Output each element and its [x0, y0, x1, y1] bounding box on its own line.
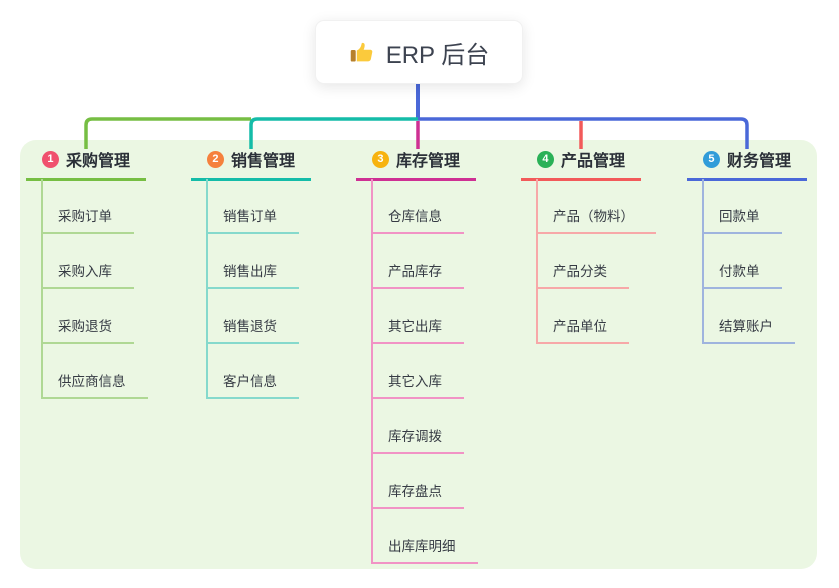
- branch-trunk-line: [536, 179, 538, 343]
- branch-label-product[interactable]: 4 产品管理: [521, 147, 641, 181]
- child-node[interactable]: 付款单: [702, 261, 782, 289]
- branch-label-text: 销售管理: [230, 153, 295, 170]
- branch-label-purchase[interactable]: 1 采购管理: [26, 147, 146, 181]
- child-node[interactable]: 采购入库: [41, 261, 134, 289]
- child-node[interactable]: 销售退货: [206, 316, 299, 344]
- branch-trunk-line: [702, 179, 704, 343]
- branch-label-inventory[interactable]: 3 库存管理: [356, 147, 476, 181]
- child-node[interactable]: 产品（物料）: [536, 206, 656, 234]
- branch-number-badge: 3: [371, 150, 389, 168]
- branch-label-finance[interactable]: 5 财务管理: [687, 147, 807, 181]
- child-node[interactable]: 采购订单: [41, 206, 134, 234]
- branch-number-badge: 2: [206, 150, 224, 168]
- branch-number-badge: 5: [702, 150, 720, 168]
- branch-children-product: 产品（物料） 产品分类产品单位: [536, 206, 656, 371]
- child-node[interactable]: 出库库明细: [371, 536, 478, 564]
- branch-label-text: 采购管理: [65, 153, 130, 170]
- child-node[interactable]: 产品库存: [371, 261, 464, 289]
- branch-children-sales: 销售订单销售出库销售退货客户信息: [206, 206, 299, 426]
- branch-number-badge: 1: [41, 150, 59, 168]
- root-node[interactable]: ERP 后台: [315, 20, 523, 84]
- child-node[interactable]: 产品单位: [536, 316, 629, 344]
- branch-label-text: 库存管理: [395, 153, 460, 170]
- branch-label-text: 财务管理: [726, 153, 791, 170]
- root-title: ERP 后台: [385, 41, 490, 69]
- child-node[interactable]: 库存调拨: [371, 426, 464, 454]
- child-node[interactable]: 库存盘点: [371, 481, 464, 509]
- branch-label-text: 产品管理: [560, 153, 625, 170]
- branch-label-sales[interactable]: 2 销售管理: [191, 147, 311, 181]
- child-node[interactable]: 销售出库: [206, 261, 299, 289]
- child-node[interactable]: 仓库信息: [371, 206, 464, 234]
- branch-children-purchase: 采购订单采购入库采购退货供应商信息: [41, 206, 148, 426]
- child-node[interactable]: 销售订单: [206, 206, 299, 234]
- branches-panel: [20, 140, 817, 569]
- child-node[interactable]: 结算账户: [702, 316, 795, 344]
- child-node[interactable]: 其它入库: [371, 371, 464, 399]
- branch-children-inventory: 仓库信息产品库存其它出库其它入库库存调拨库存盘点出库库明细: [371, 206, 478, 588]
- child-node[interactable]: 其它出库: [371, 316, 464, 344]
- thumbs-up-icon: [349, 39, 375, 65]
- child-node[interactable]: 回款单: [702, 206, 782, 234]
- branch-trunk-line: [371, 179, 373, 563]
- branch-number-badge: 4: [536, 150, 554, 168]
- child-node[interactable]: 供应商信息: [41, 371, 148, 399]
- branch-children-finance: 回款单付款单结算账户: [702, 206, 795, 371]
- child-node[interactable]: 产品分类: [536, 261, 629, 289]
- child-node[interactable]: 客户信息: [206, 371, 299, 399]
- child-node[interactable]: 采购退货: [41, 316, 134, 344]
